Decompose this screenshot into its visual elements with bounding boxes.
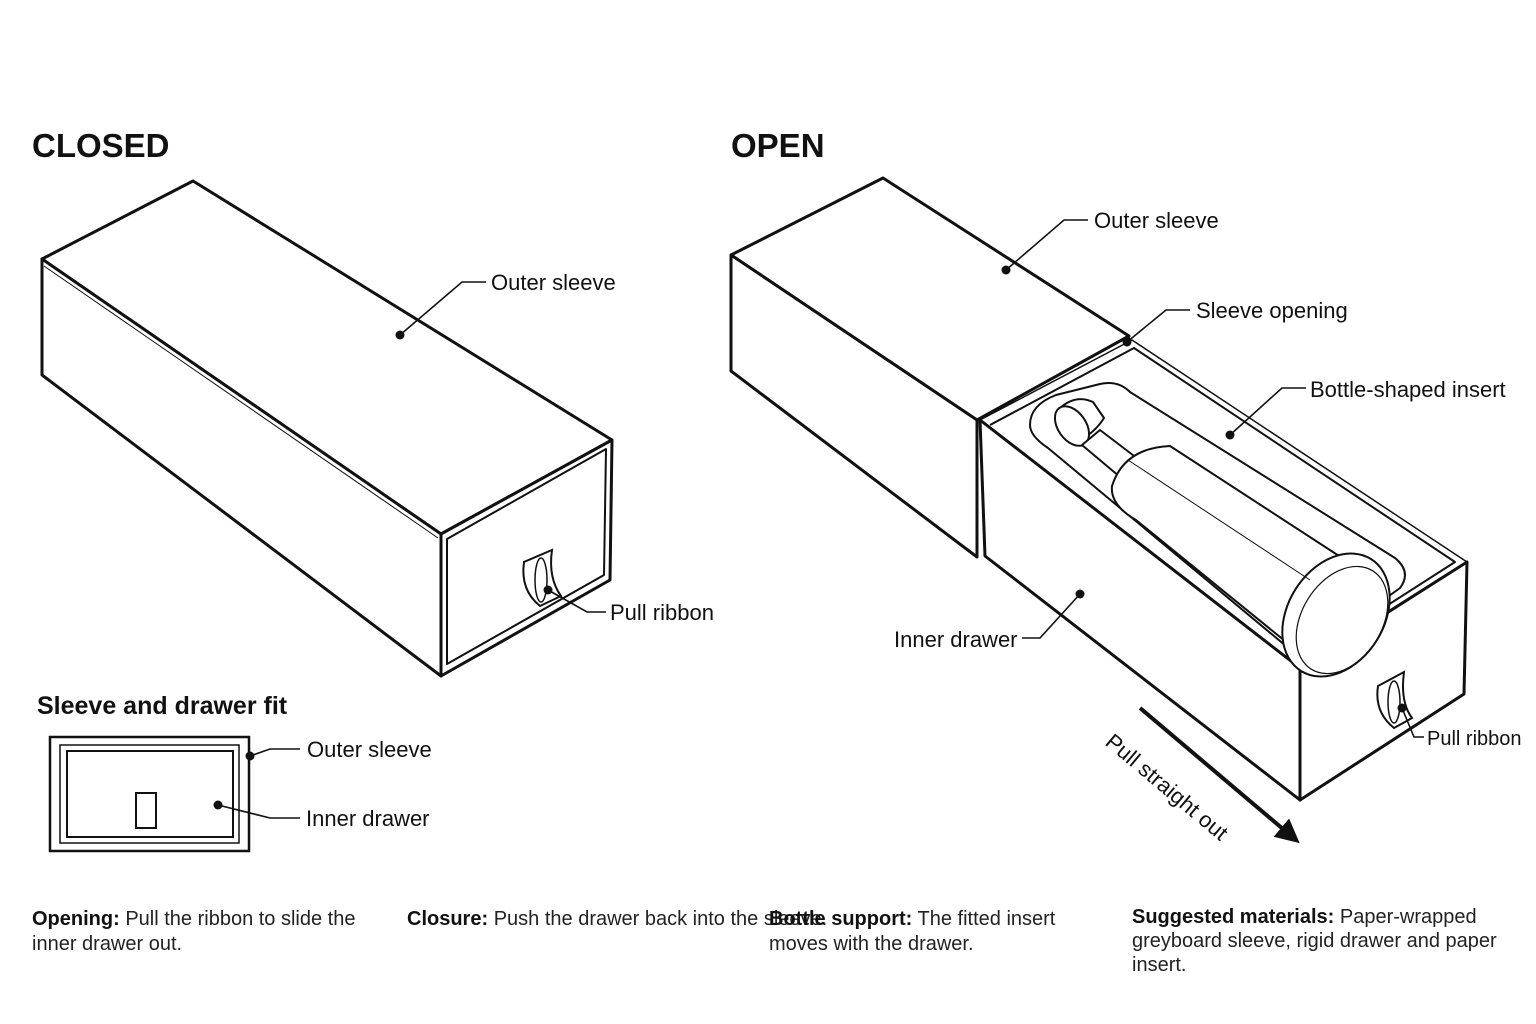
fit-outer-sleeve-label: Outer sleeve	[307, 737, 432, 762]
fit-sleeve-inner-wall	[59, 744, 240, 844]
note-opening: Opening: Pull the ribbon to slide the in…	[32, 907, 362, 957]
open-pull-ribbon-label: Pull ribbon	[1427, 728, 1522, 750]
pull-direction-arrow	[1138, 706, 1300, 844]
note-closure-title: Closure:	[407, 908, 489, 930]
note-closure-text: Push the drawer back into the sleeve.	[493, 908, 828, 930]
fit-heading: Sleeve and drawer fit	[37, 692, 288, 720]
pull-direction-label: Pull straight out	[1101, 729, 1233, 846]
closed-drawer-end	[446, 448, 607, 665]
closed-pull-ribbon-label: Pull ribbon	[610, 600, 714, 625]
open-sleeve-left-face	[729, 253, 979, 559]
open-outer-sleeve-label: Outer sleeve	[1094, 208, 1219, 233]
open-bottle	[1053, 398, 1391, 678]
closed-box-front-face	[439, 438, 614, 678]
note-support-title: Bottle support:	[769, 908, 913, 930]
note-materials-title: Suggested materials:	[1132, 906, 1335, 928]
open-inner-drawer-label: Inner drawer	[894, 627, 1018, 652]
closed-box-edge-shading	[43, 265, 439, 539]
fit-inner-drawer-outline	[66, 750, 234, 838]
closed-heading: CLOSED	[32, 127, 170, 164]
open-box	[729, 176, 1469, 802]
note-materials: Suggested materials: Paper-wrapped greyb…	[1132, 905, 1512, 977]
note-opening-title: Opening:	[32, 908, 120, 930]
fit-inner-drawer-label: Inner drawer	[306, 806, 430, 831]
open-drawer-front-face	[1298, 560, 1469, 802]
leader-lines	[217, 219, 1424, 819]
open-pull-ribbon	[1376, 670, 1414, 730]
open-bottle-insert-label: Bottle-shaped insert	[1310, 377, 1506, 402]
open-sleeve-opening-label: Sleeve opening	[1196, 298, 1348, 323]
closed-outer-sleeve-label: Outer sleeve	[491, 270, 616, 295]
note-support: Bottle support: The fitted insert moves …	[769, 907, 1089, 957]
closed-box	[40, 179, 614, 678]
note-support-text: The fitted insert moves with the drawer.	[769, 908, 1056, 955]
callout-dots	[213, 265, 1407, 810]
fit-outer-sleeve-outline	[48, 735, 251, 853]
note-closure: Closure: Push the drawer back into the s…	[407, 907, 828, 932]
fit-cross-section	[48, 735, 251, 853]
note-materials-text: Paper-wrapped greyboard sleeve, rigid dr…	[1132, 906, 1497, 976]
open-heading: OPEN	[731, 127, 825, 164]
note-opening-text: Pull the ribbon to slide the inner drawe…	[32, 908, 356, 955]
fit-ribbon-slot	[135, 792, 157, 829]
